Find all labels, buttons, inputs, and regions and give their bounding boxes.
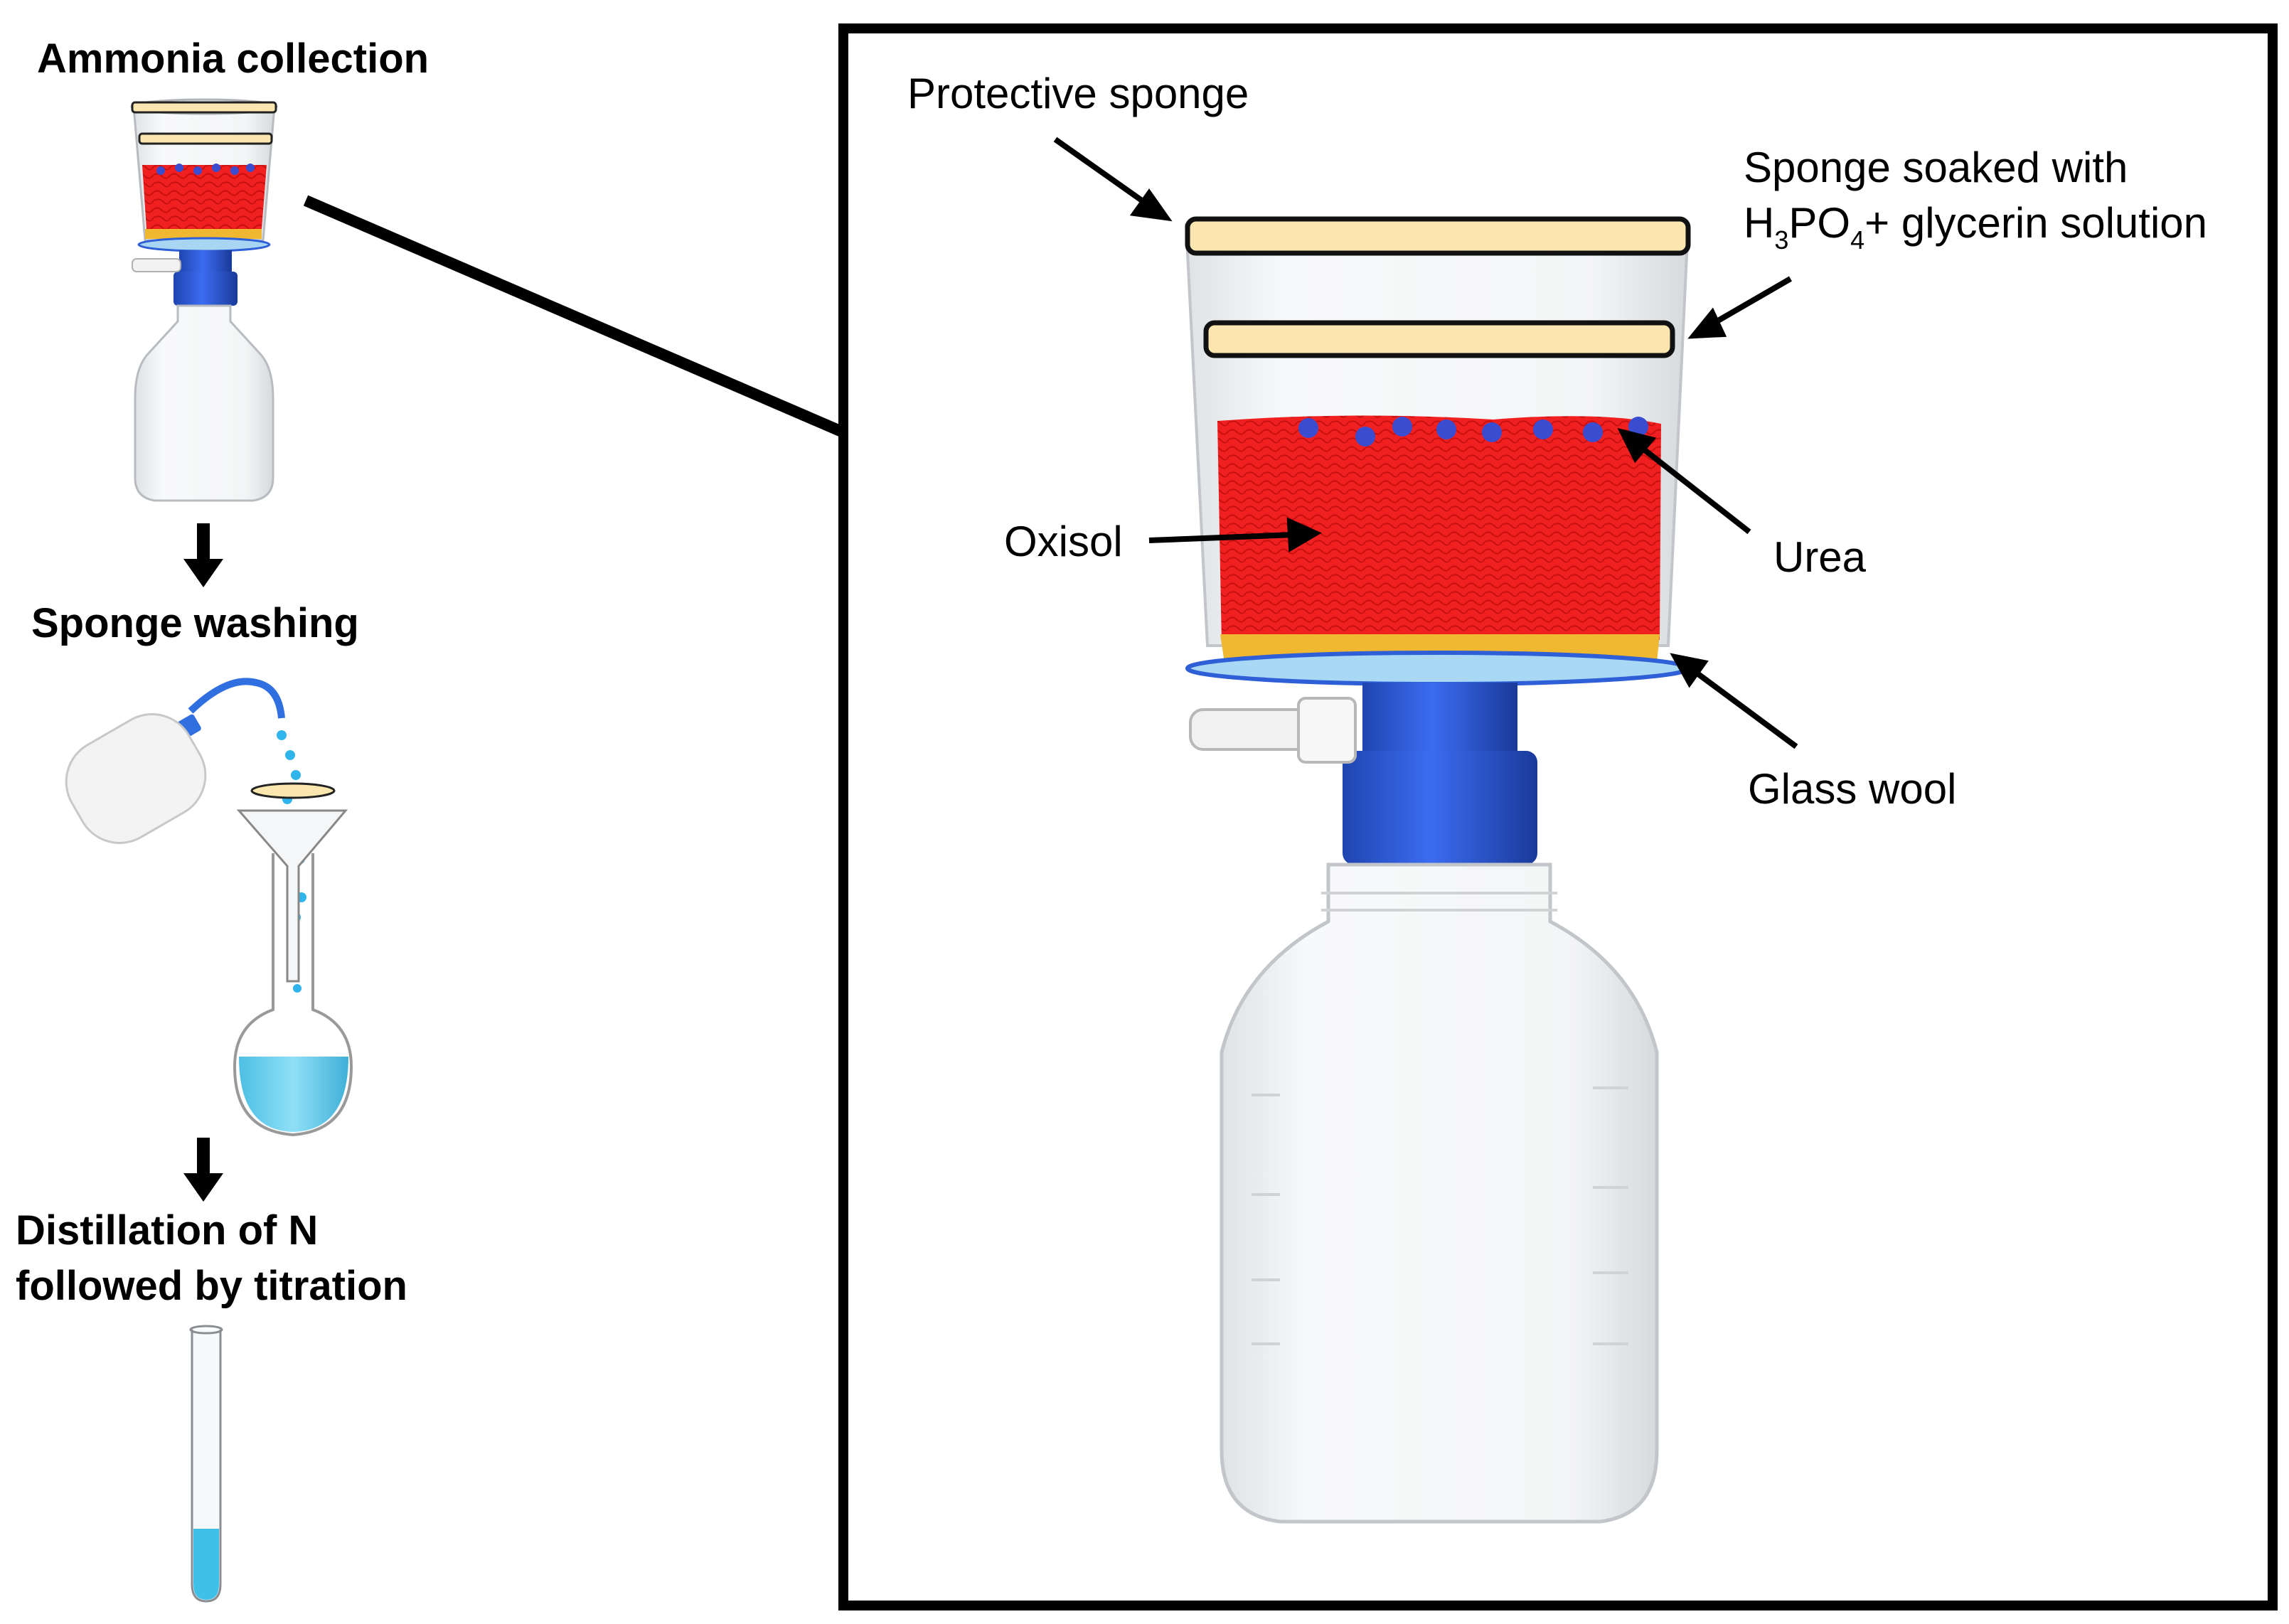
step-sponge-washing-title: Sponge washing: [31, 600, 359, 646]
funnel-and-flask: [233, 809, 353, 1137]
washed-sponge: [250, 782, 336, 799]
blue-cap: [1343, 751, 1537, 865]
zoom-connector-line: [303, 195, 846, 438]
step-distillation-line2: followed by titration: [16, 1263, 407, 1309]
callout-arrows: [1053, 137, 1798, 749]
small-soil: [142, 165, 267, 229]
label-protective-sponge: Protective sponge: [907, 70, 1249, 117]
receiving-bottle: [1220, 862, 1659, 1524]
soaked-sponge-disc: [1203, 320, 1675, 358]
arrow-protective-sponge: [1053, 137, 1154, 210]
down-arrow-1: [183, 523, 223, 587]
down-arrow-2: [183, 1138, 223, 1202]
arrow-soaked-sponge: [1707, 276, 1793, 328]
small-soaked-sponge: [138, 132, 273, 145]
arrow-glass-wool: [1690, 667, 1798, 749]
test-tube: [189, 1325, 223, 1603]
step-distillation-line1: Distillation of N: [16, 1207, 318, 1254]
small-protective-sponge: [131, 101, 277, 114]
test-tube-liquid: [193, 1529, 219, 1600]
arrow-oxisol: [1148, 532, 1295, 543]
vacuum-port: [1189, 708, 1311, 751]
label-sponge-soaked-line2: H3PO4+ glycerin solution: [1744, 199, 2207, 255]
step-ammonia-collection-title: Ammonia collection: [37, 36, 429, 82]
label-glass-wool: Glass wool: [1748, 765, 1956, 813]
urea-granules: [1298, 417, 1648, 447]
label-sponge-soaked-line1: Sponge soaked with: [1744, 144, 2128, 191]
bottle-graduations: [1252, 892, 1628, 1345]
filter-neck: [1362, 683, 1517, 754]
flask-water: [239, 1057, 348, 1132]
label-urea: Urea: [1773, 533, 1867, 581]
small-glass-wool: [145, 229, 262, 239]
label-oxisol: Oxisol: [1004, 518, 1123, 565]
small-urea-dots: [156, 164, 255, 175]
small-bottle: [134, 304, 274, 502]
wash-bottle: [65, 678, 285, 844]
protective-sponge-disc: [1185, 216, 1691, 256]
arrow-urea: [1636, 442, 1751, 535]
oxisol-layer: [1217, 415, 1661, 644]
small-filter-unit: [130, 98, 278, 502]
large-filter-unit: [1184, 216, 1691, 1524]
